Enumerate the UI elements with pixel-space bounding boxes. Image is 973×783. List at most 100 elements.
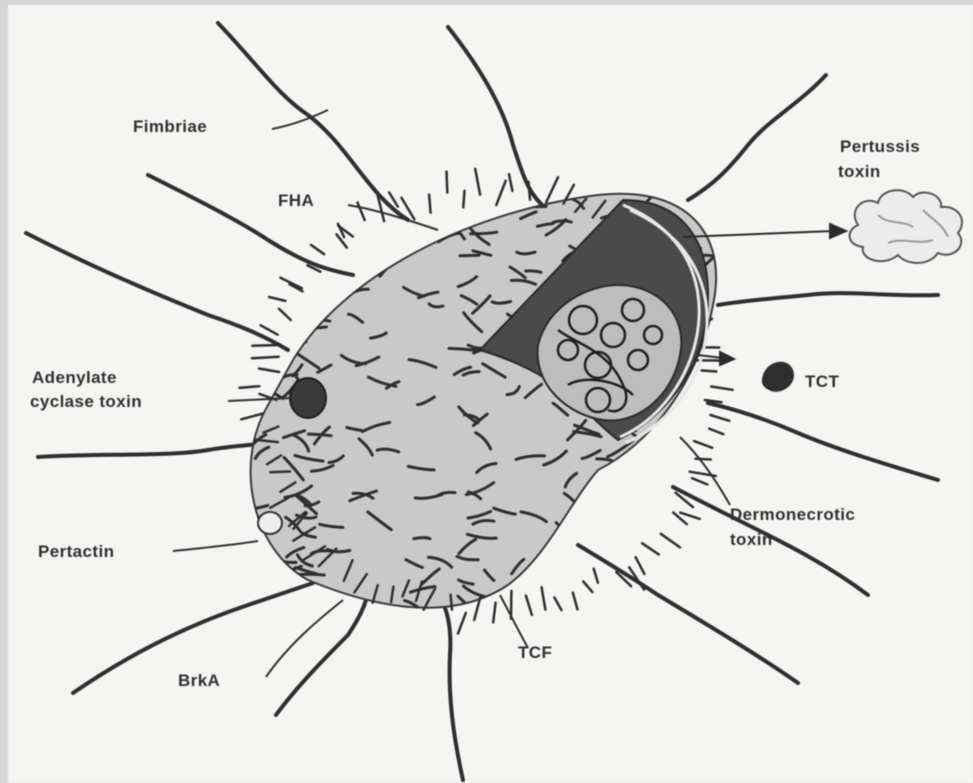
rim-pilus bbox=[252, 357, 279, 359]
pilus bbox=[238, 392, 252, 394]
diagram-canvas: Fimbriae FHA Pertussis toxin Adenylate c… bbox=[8, 5, 973, 783]
fimbria bbox=[448, 27, 548, 210]
rim-pilus bbox=[546, 177, 558, 202]
leader-brka bbox=[266, 600, 343, 677]
pilus bbox=[300, 327, 326, 328]
rim-pilus bbox=[239, 386, 259, 388]
label-adenylate-line1: Adenylate bbox=[32, 368, 117, 388]
rim-pilus bbox=[269, 297, 285, 301]
pilus bbox=[555, 543, 579, 556]
rim-pilus bbox=[583, 581, 592, 592]
pilus bbox=[679, 575, 698, 592]
label-pertactin: Pertactin bbox=[38, 542, 114, 562]
pilus bbox=[579, 604, 593, 605]
pertactin-bump bbox=[258, 512, 282, 534]
pilus bbox=[612, 468, 634, 481]
label-fimbriae: Fimbriae bbox=[133, 117, 207, 137]
pilus bbox=[281, 327, 293, 338]
pilus bbox=[703, 557, 718, 565]
rim-pilus bbox=[696, 459, 711, 460]
fimbria bbox=[578, 545, 798, 683]
pilus bbox=[717, 278, 738, 282]
label-dermonecrotic-line2: toxin bbox=[730, 530, 773, 550]
rim-pilus bbox=[358, 203, 365, 221]
label-tcf: TCF bbox=[518, 643, 552, 663]
fimbria bbox=[26, 233, 288, 350]
pilus bbox=[714, 582, 737, 583]
pilus bbox=[635, 451, 646, 461]
label-pertussis-toxin-line1: Pertussis bbox=[840, 137, 920, 157]
rim-pilus bbox=[496, 181, 505, 205]
pilus bbox=[572, 519, 587, 530]
rim-pilus bbox=[458, 613, 466, 634]
rim-pilus bbox=[526, 596, 532, 615]
pilus bbox=[401, 234, 417, 240]
pilus bbox=[460, 255, 479, 256]
rim-pilus bbox=[447, 172, 448, 193]
rim-pilus bbox=[475, 169, 480, 195]
fimbria bbox=[148, 175, 353, 275]
pilus bbox=[597, 459, 611, 460]
fimbria bbox=[38, 442, 273, 457]
pilus bbox=[682, 418, 711, 422]
pilus bbox=[711, 464, 736, 469]
label-fha: FHA bbox=[278, 191, 314, 211]
pilus bbox=[617, 478, 639, 487]
tct-blob bbox=[762, 362, 794, 392]
pilus bbox=[307, 292, 325, 293]
rim-pilus bbox=[711, 387, 732, 390]
rim-pilus bbox=[573, 593, 578, 610]
pilus bbox=[260, 217, 275, 233]
pilus bbox=[279, 258, 297, 259]
rim-pilus bbox=[270, 472, 290, 473]
pilus bbox=[702, 526, 715, 538]
pilus bbox=[655, 561, 675, 569]
rim-pilus bbox=[709, 429, 723, 435]
pilus bbox=[517, 252, 535, 254]
pilus bbox=[318, 191, 343, 208]
rim-pilus bbox=[463, 191, 464, 208]
rim-pilus bbox=[281, 278, 302, 289]
pilus bbox=[291, 299, 308, 316]
label-pertussis-toxin-line2: toxin bbox=[838, 162, 881, 182]
fimbria bbox=[708, 403, 938, 480]
pilus bbox=[279, 263, 299, 279]
pilus bbox=[275, 228, 288, 236]
pilus bbox=[703, 528, 720, 549]
pilus bbox=[609, 504, 625, 516]
rim-pilus bbox=[429, 195, 431, 213]
pilus bbox=[709, 363, 727, 384]
pilus bbox=[526, 271, 541, 272]
pilus bbox=[354, 250, 368, 260]
rim-pilus bbox=[252, 345, 278, 346]
pilus bbox=[454, 213, 468, 228]
pilus bbox=[689, 530, 705, 539]
pilus bbox=[492, 302, 511, 304]
rim-pilus bbox=[702, 371, 717, 372]
pilus bbox=[598, 519, 619, 520]
pilus bbox=[292, 314, 308, 328]
leader-tcf bbox=[500, 595, 528, 648]
fimbria bbox=[438, 595, 463, 780]
pilus bbox=[651, 519, 662, 529]
rim-pilus bbox=[451, 595, 452, 610]
rim-pilus bbox=[279, 309, 291, 320]
pilus bbox=[475, 203, 495, 212]
label-dermonecrotic-line1: Dermonecrotic bbox=[730, 505, 855, 525]
pilus bbox=[547, 568, 565, 584]
rim-pilus bbox=[509, 174, 512, 191]
rim-pilus bbox=[542, 587, 546, 609]
arrowhead-icon bbox=[720, 352, 734, 365]
rim-pilus bbox=[529, 182, 531, 200]
pilus bbox=[251, 268, 278, 280]
pilus bbox=[358, 251, 383, 253]
adenylate-cyclase-toxin-blob bbox=[290, 378, 326, 418]
pilus bbox=[664, 582, 693, 588]
leader-pertactin bbox=[173, 541, 258, 551]
rim-pilus bbox=[337, 234, 347, 247]
pilus bbox=[715, 203, 734, 215]
pilus bbox=[282, 221, 294, 229]
pilus bbox=[280, 315, 305, 318]
pilus bbox=[687, 594, 704, 598]
rim-pilus bbox=[241, 414, 263, 420]
